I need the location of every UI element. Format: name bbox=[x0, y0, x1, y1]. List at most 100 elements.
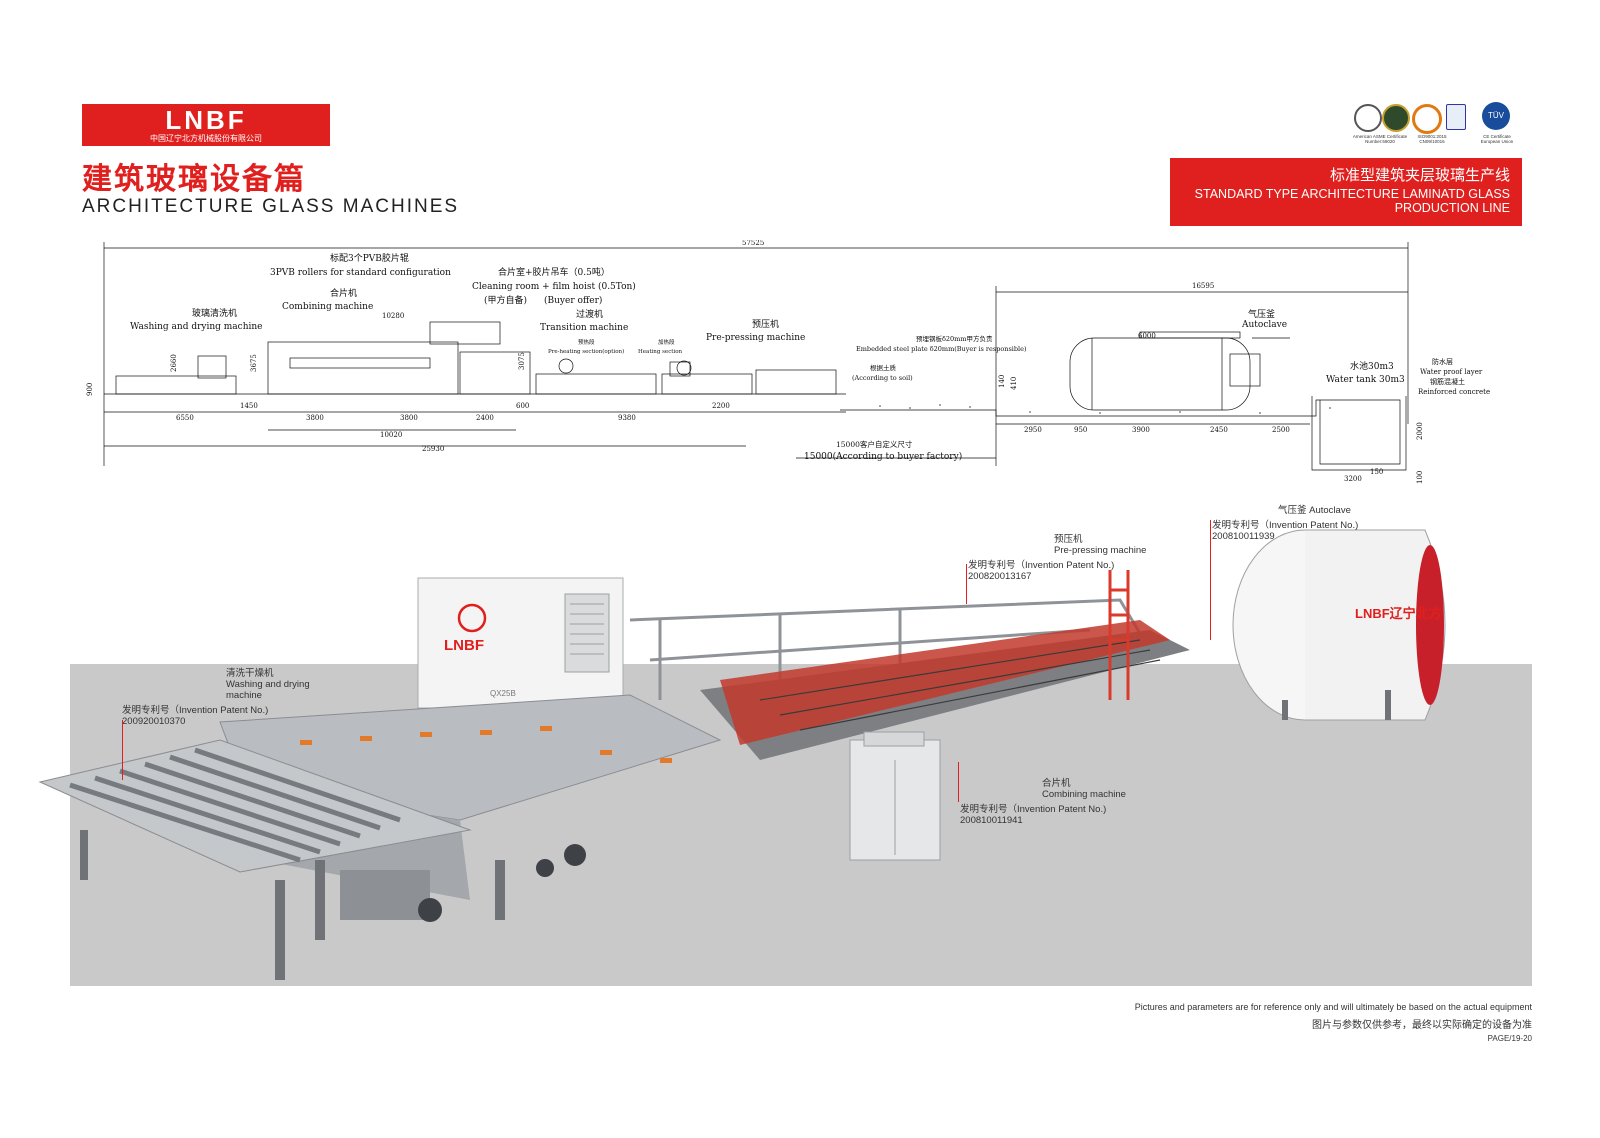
dim-2450: 2450 bbox=[1210, 426, 1228, 434]
label-prepress-en: Pre-pressing machine bbox=[706, 333, 805, 343]
asme-seal-icon bbox=[1354, 104, 1382, 132]
cert-label-ce: CE Certificate European Union bbox=[1480, 134, 1514, 144]
label-combining-en: Combining machine bbox=[282, 302, 373, 312]
callout-combining-line bbox=[958, 762, 959, 802]
label-pvb-en: 3PVB rollers for standard configuration bbox=[270, 268, 451, 278]
label-autoclave-cn: 气压釜 bbox=[1248, 308, 1275, 320]
label-waterproof-cn: 防水层 bbox=[1432, 357, 1453, 366]
dim-10020: 10020 bbox=[380, 431, 402, 439]
callout-prepress-patent-label: 发明专利号（Invention Patent No.) bbox=[968, 560, 1115, 571]
dim-9380: 9380 bbox=[618, 414, 636, 422]
label-soil-en: (According to soil) bbox=[852, 374, 913, 382]
equipment-photo: LNBF QX25B LNBF辽宁北方 bbox=[38, 529, 1446, 980]
dim-600: 600 bbox=[516, 402, 529, 410]
callout-prepress-cn: 预压机 bbox=[1054, 534, 1083, 545]
dim-100: 100 bbox=[1416, 471, 1424, 484]
label-cleaning-en: Cleaning room + film hoist (0.5Ton) bbox=[472, 281, 636, 292]
brand-logo: LNBF 中国辽宁北方机械股份有限公司 bbox=[82, 104, 330, 146]
disclaimer-en: Pictures and parameters are for referenc… bbox=[1134, 1002, 1532, 1012]
callout-prepress-en: Pre-pressing machine bbox=[1054, 545, 1147, 556]
ukas-seal-icon bbox=[1446, 104, 1466, 130]
tuv-seal-icon: TÜV bbox=[1482, 102, 1510, 130]
callout-prepress-line bbox=[966, 564, 967, 604]
washer-model-mark: QX25B bbox=[490, 689, 516, 698]
label-buyer-cn: (甲方自备) bbox=[484, 294, 527, 306]
dim-10280: 10280 bbox=[382, 312, 404, 320]
callout-washer-patent-label: 发明专利号（Invention Patent No.) bbox=[122, 705, 269, 716]
label-transition-en: Transition machine bbox=[540, 323, 628, 333]
disclaimer-cn: 图片与参数仅供参考，最终以实际确定的设备为准 bbox=[1312, 1020, 1532, 1031]
dim-25930: 25930 bbox=[422, 445, 444, 453]
page-title-cn: 建筑玻璃设备篇 bbox=[82, 163, 306, 196]
page-title-en: ARCHITECTURE GLASS MACHINES bbox=[82, 196, 460, 217]
dim-16595: 16595 bbox=[1192, 282, 1214, 290]
sgs-seal-icon bbox=[1412, 104, 1442, 134]
label-factory-en: 15000(According to buyer factory) bbox=[804, 451, 962, 462]
washer-brand-mark: LNBF bbox=[444, 637, 484, 654]
banner-title-en-1: STANDARD TYPE ARCHITECTURE LAMINATD GLAS… bbox=[1194, 187, 1510, 201]
label-steel-en: Embedded steel plate δ20mm(Buyer is resp… bbox=[856, 345, 1027, 353]
callout-combining-patent-label: 发明专利号（Invention Patent No.) bbox=[960, 804, 1107, 815]
dim-140: 140 bbox=[998, 375, 1006, 388]
dim-3075: 3075 bbox=[518, 352, 526, 370]
callout-washer: 清洗干燥机 Washing and drying machine 发明专利号（I… bbox=[122, 668, 342, 758]
callout-washer-en: Washing and drying machine bbox=[226, 679, 310, 701]
label-heating-cn: 加热段 bbox=[658, 338, 675, 346]
label-concrete-cn: 钢筋混凝土 bbox=[1430, 377, 1465, 386]
dim-6000: 6000 bbox=[1138, 332, 1156, 340]
dim-950: 950 bbox=[1074, 426, 1087, 434]
dim-3200: 3200 bbox=[1344, 475, 1362, 483]
label-washing-en: Washing and drying machine bbox=[130, 322, 263, 332]
callout-washer-line bbox=[122, 720, 123, 780]
cert-label-asme: American ASME Certificate Number:59020 bbox=[1352, 134, 1408, 144]
label-washing-cn: 玻璃清洗机 bbox=[192, 307, 237, 319]
callout-autoclave-line bbox=[1210, 520, 1211, 640]
layout-drawing: 57525 标配3个PVB胶片辊 3PVB rollers for standa… bbox=[86, 240, 1490, 484]
dim-2950: 2950 bbox=[1024, 426, 1042, 434]
banner-title-en-2: PRODUCTION LINE bbox=[1394, 201, 1510, 215]
callout-combining-patent-no: 200810011941 bbox=[960, 815, 1023, 826]
dim-900: 900 bbox=[86, 383, 94, 396]
label-factory-cn: 15000客户自定义尺寸 bbox=[836, 439, 913, 449]
label-preheat-en: Pre-heating section(option) bbox=[548, 348, 624, 355]
callout-prepress-patent-no: 200820013167 bbox=[968, 571, 1032, 582]
product-line-banner: 标准型建筑夹层玻璃生产线 STANDARD TYPE ARCHITECTURE … bbox=[1170, 158, 1522, 226]
label-autoclave-en: Autoclave bbox=[1241, 320, 1287, 330]
dim-2200: 2200 bbox=[712, 402, 730, 410]
logo-text: LNBF bbox=[165, 105, 247, 135]
callout-autoclave-patent-no: 200810011939 bbox=[1212, 531, 1275, 542]
callout-autoclave-patent-label: 发明专利号（Invention Patent No.) bbox=[1212, 520, 1359, 531]
dim-6550: 6550 bbox=[176, 414, 194, 422]
asme-round-seal-icon bbox=[1382, 104, 1410, 132]
certification-row: TÜV American ASME Certificate Number:590… bbox=[1352, 102, 1542, 150]
callout-prepress: 预压机 Pre-pressing machine 发明专利号（Invention… bbox=[968, 534, 1158, 582]
dim-2000: 2000 bbox=[1416, 422, 1424, 440]
label-buyer-en: (Buyer offer) bbox=[544, 295, 602, 306]
dim-2660: 2660 bbox=[170, 354, 178, 372]
callout-autoclave-cn: 气压釜 Autoclave bbox=[1278, 505, 1351, 516]
dim-1450: 1450 bbox=[240, 402, 258, 410]
label-soil-cn: 根据土质 bbox=[870, 363, 897, 372]
label-water-cn: 水池30m3 bbox=[1350, 360, 1394, 372]
dim-3800b: 3800 bbox=[400, 414, 418, 422]
cert-label-iso: ISO9001:2015 CN09/10016 bbox=[1417, 134, 1447, 144]
label-steel-cn: 预埋钢板δ20mm甲方负责 bbox=[916, 334, 993, 343]
label-waterproof-en: Water proof layer bbox=[1420, 368, 1483, 376]
dim-2500: 2500 bbox=[1272, 426, 1290, 434]
callout-combining-cn: 合片机 bbox=[1042, 778, 1071, 789]
dim-total: 57525 bbox=[742, 240, 764, 247]
dim-3675: 3675 bbox=[250, 354, 258, 372]
callout-combining: 合片机 Combining machine 发明专利号（Invention Pa… bbox=[960, 778, 1140, 826]
dim-3900: 3900 bbox=[1132, 426, 1150, 434]
autoclave-brand-mark: LNBF辽宁北方 bbox=[1355, 606, 1442, 621]
label-cleaning-cn: 合片室+胶片吊车（0.5吨） bbox=[498, 266, 610, 278]
page-number: PAGE/19-20 bbox=[1487, 1034, 1532, 1043]
banner-title-cn: 标准型建筑夹层玻璃生产线 bbox=[1329, 167, 1510, 184]
label-preheat-cn: 预热段 bbox=[578, 338, 595, 346]
dim-2400: 2400 bbox=[476, 414, 494, 422]
callout-autoclave: 气压釜 Autoclave 发明专利号（Invention Patent No.… bbox=[1212, 505, 1412, 542]
label-concrete-en: Reinforced concrete bbox=[1418, 388, 1490, 396]
label-water-en: Water tank 30m3 bbox=[1326, 375, 1405, 385]
dim-150: 150 bbox=[1370, 468, 1383, 476]
callout-combining-en: Combining machine bbox=[1042, 789, 1126, 800]
